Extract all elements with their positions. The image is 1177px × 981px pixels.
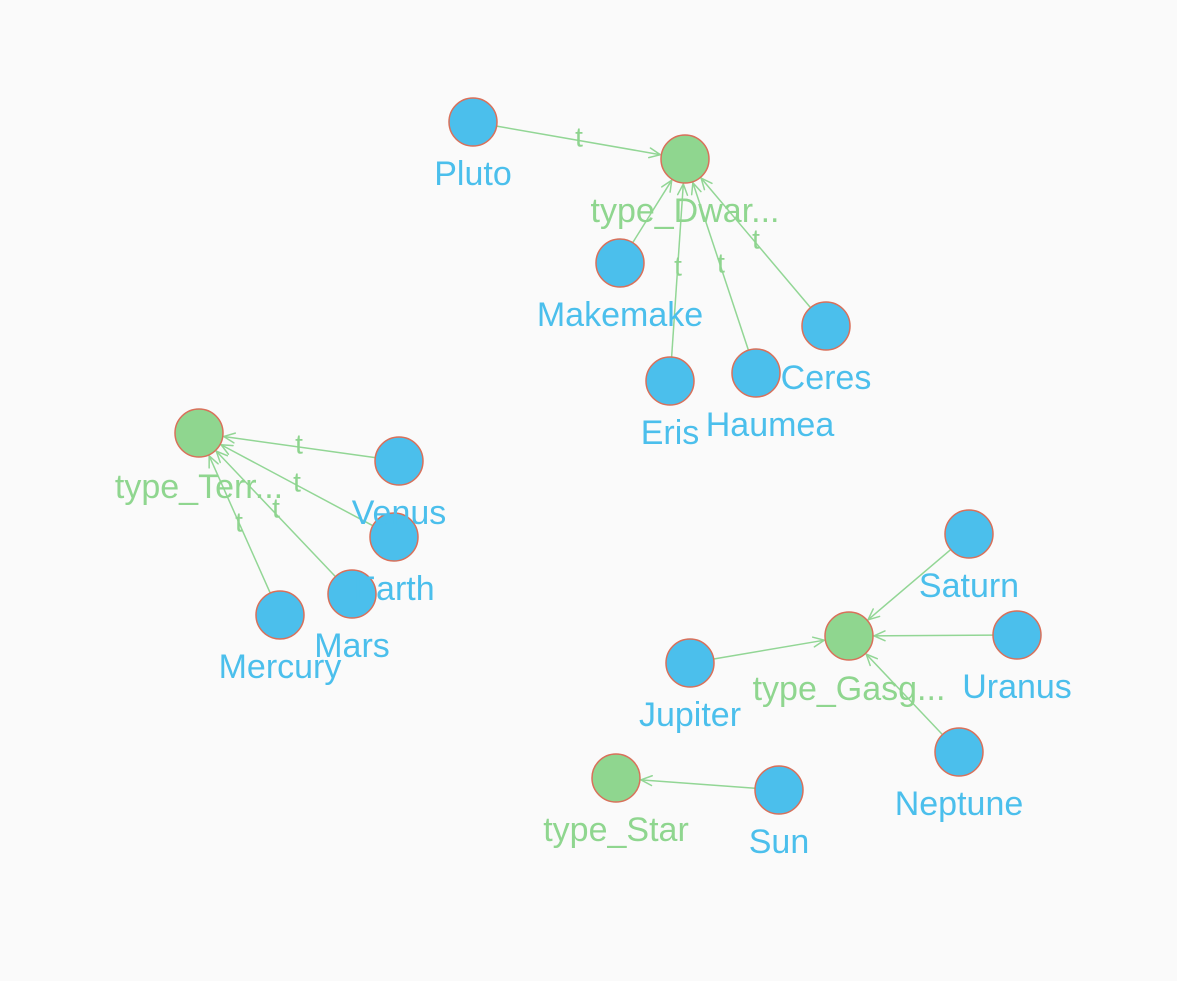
edge-label: t — [272, 492, 280, 523]
edge-line — [865, 653, 944, 736]
edge-line — [215, 450, 337, 578]
node-label-neptune: Neptune — [895, 785, 1024, 823]
node-label-saturn: Saturn — [919, 567, 1019, 605]
edge-arrowhead — [866, 608, 881, 622]
node-earth[interactable] — [369, 512, 419, 562]
node-venus[interactable] — [374, 436, 424, 486]
edges-layer — [208, 125, 994, 789]
node-type_gasg[interactable] — [824, 611, 874, 661]
node-label-jupiter: Jupiter — [639, 696, 741, 734]
edge-makemake-to-type_dwarf — [632, 178, 673, 244]
edge-line — [223, 435, 376, 459]
node-uranus[interactable] — [992, 610, 1042, 660]
node-type_terr[interactable] — [174, 408, 224, 458]
edge-line — [220, 444, 374, 527]
node-label-type_gasg: type_Gasg... — [753, 670, 946, 708]
edge-line — [640, 779, 756, 789]
edge-arrowhead — [647, 147, 663, 159]
edge-arrowhead — [661, 178, 673, 193]
node-type_dwarf[interactable] — [660, 134, 710, 184]
node-label-ceres: Ceres — [781, 359, 872, 397]
node-haumea[interactable] — [731, 348, 781, 398]
node-label-earth: Earth — [353, 570, 434, 608]
node-label-makemake: Makemake — [537, 296, 703, 334]
node-jupiter[interactable] — [665, 638, 715, 688]
edge-label: t — [293, 466, 301, 497]
node-pluto[interactable] — [448, 97, 498, 147]
edge-line — [496, 125, 661, 156]
edge-ceres-to-type_dwarf — [699, 176, 812, 309]
edge-arrowhead — [219, 443, 234, 455]
edge-arrowhead — [214, 449, 229, 464]
node-label-sun: Sun — [749, 823, 810, 861]
edge-line — [670, 183, 685, 358]
edge-line — [692, 182, 750, 351]
edge-haumea-to-type_dwarf — [690, 180, 750, 351]
edge-label: t — [717, 247, 725, 278]
edge-arrowhead — [221, 432, 237, 444]
edge-arrowhead — [811, 636, 827, 648]
node-label-haumea: Haumea — [706, 406, 835, 444]
node-type_star[interactable] — [591, 753, 641, 803]
edge-mercury-to-type_terr — [208, 454, 271, 594]
edge-line — [632, 179, 673, 244]
edge-arrowhead — [690, 180, 702, 196]
edge-uranus-to-type_gasg — [872, 630, 994, 642]
node-label-uranus: Uranus — [962, 668, 1072, 706]
node-ceres[interactable] — [801, 301, 851, 351]
edge-line — [713, 639, 825, 660]
edge-jupiter-to-type_gasg — [713, 636, 827, 660]
edge-arrowhead — [639, 775, 653, 787]
edge-neptune-to-type_gasg — [864, 652, 944, 736]
edge-label: t — [575, 121, 583, 152]
node-label-pluto: Pluto — [434, 155, 512, 193]
node-label-type_star: type_Star — [543, 811, 689, 849]
edge-arrowhead — [872, 630, 886, 642]
edge-label: t — [295, 428, 303, 459]
edge-mars-to-type_terr — [214, 449, 337, 578]
node-label-venus: Venus — [352, 494, 447, 532]
node-sun[interactable] — [754, 765, 804, 815]
edge-sun-to-type_star — [639, 775, 756, 789]
edge-eris-to-type_dwarf — [670, 182, 689, 358]
edge-line — [700, 177, 812, 309]
node-makemake[interactable] — [595, 238, 645, 288]
node-mars[interactable] — [327, 569, 377, 619]
edge-arrowhead — [699, 176, 713, 191]
node-label-mercury: Mercury — [219, 648, 342, 686]
node-label-type_terr: type_Terr... — [115, 468, 283, 506]
edge-label: t — [752, 223, 760, 254]
edge-arrowhead — [864, 652, 879, 667]
node-eris[interactable] — [645, 356, 695, 406]
edge-saturn-to-type_gasg — [866, 548, 952, 622]
edge-line — [208, 455, 271, 594]
node-neptune[interactable] — [934, 727, 984, 777]
node-label-mars: Mars — [314, 627, 390, 665]
node-saturn[interactable] — [944, 509, 994, 559]
edge-pluto-to-type_dwarf — [496, 125, 663, 159]
node-label-type_dwarf: type_Dwar... — [591, 192, 780, 230]
node-mercury[interactable] — [255, 590, 305, 640]
edge-line — [867, 548, 952, 621]
edge-arrowhead — [208, 454, 219, 469]
edge-line — [873, 634, 994, 637]
edge-earth-to-type_terr — [219, 443, 374, 527]
node-label-eris: Eris — [641, 414, 700, 452]
edge-label: t — [674, 250, 682, 281]
edge-arrowhead — [676, 182, 689, 196]
edge-label: t — [235, 506, 243, 537]
edge-venus-to-type_terr — [221, 432, 376, 459]
nodes-layer — [174, 97, 1042, 815]
